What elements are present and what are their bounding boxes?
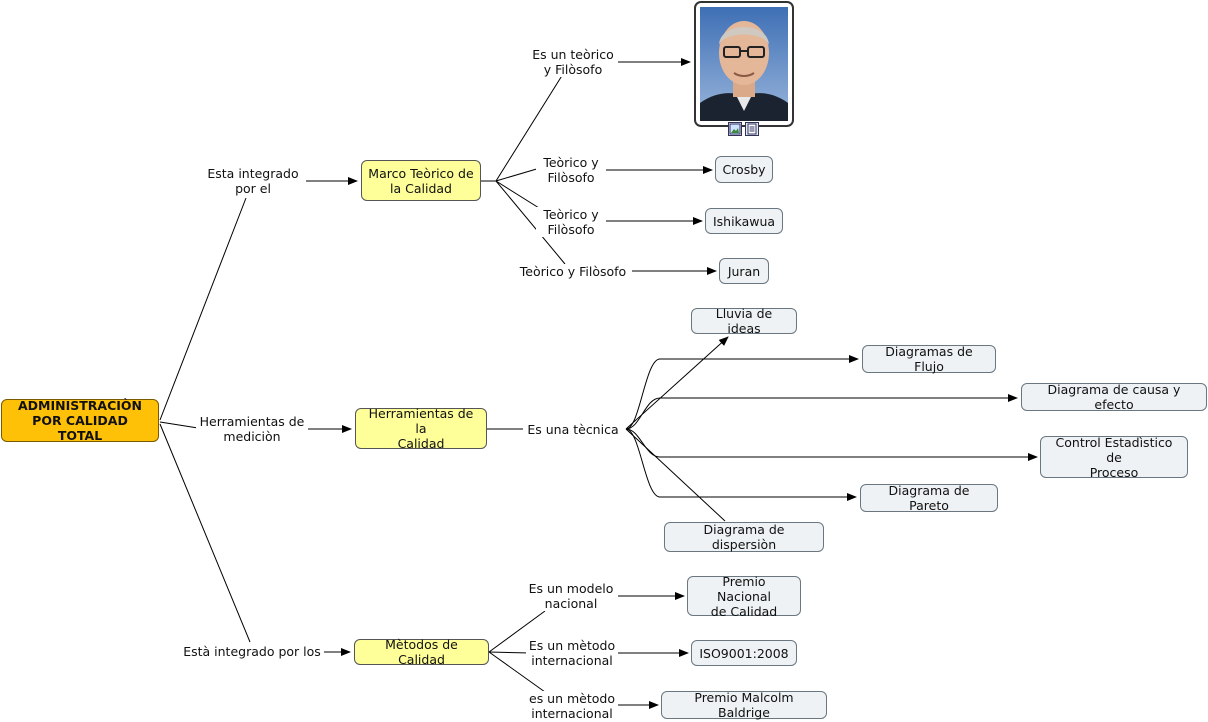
line-met-baldrige: [488, 651, 546, 693]
arrow-to-flujo: [625, 355, 859, 430]
concept-metodos[interactable]: Mètodos de Calidad: [354, 637, 489, 667]
link-teorico-crosby: Teòrico y Filòsofo: [536, 155, 606, 185]
concept-marco-teorico[interactable]: Marco Teòrico de la Calidad: [361, 160, 481, 201]
link-es-un-modelo-nacional: Es un modelo nacional: [524, 581, 618, 611]
concept-crosby[interactable]: Crosby: [715, 156, 773, 183]
line-to-dispersion: [625, 428, 726, 522]
concept-diagrama-de-pareto[interactable]: Diagrama de Pareto: [860, 483, 998, 513]
concept-lluvia-de-ideas[interactable]: Lluvia de ideas: [691, 306, 797, 336]
line-marco-crosby: [481, 167, 541, 182]
link-esta-integrado-por-los: Està integrado por los: [180, 644, 324, 659]
arrow-to-causa: [625, 394, 1018, 430]
document-icon[interactable]: [745, 122, 759, 136]
link-herramientas-de-medicion: Herramientas de mediciòn: [196, 414, 308, 444]
link-es-un-metodo-internacional-2: es un mètodo internacional: [526, 691, 618, 721]
concept-diagramas-de-flujo[interactable]: Diagramas de Flujo: [862, 344, 996, 374]
link-es-una-tecnica: Es una tècnica: [523, 422, 623, 437]
root-concept[interactable]: ADMINISTRACIÒN POR CALIDAD TOTAL: [1, 398, 159, 443]
link-teorico-juran: Teòrico y Filòsofo: [514, 264, 632, 279]
link-teorico-ishikawua: Teòrico y Filòsofo: [536, 207, 606, 237]
portrait-image: [700, 7, 788, 121]
arrow-to-control: [625, 428, 1038, 461]
line-met-modelo: [488, 610, 546, 653]
line-met-iso: [488, 651, 531, 654]
line-root-herramientas: [159, 421, 199, 429]
link-esta-integrado-por-el: Esta integrado por el: [200, 166, 306, 196]
concept-control-estadistico[interactable]: Control Estadìstico de Proceso: [1040, 435, 1188, 480]
link-es-un-teorico: Es un teòrico y Filòsofo: [528, 47, 618, 77]
concept-herramientas[interactable]: Herramientas de la Calidad: [355, 406, 487, 451]
concept-ishikawua[interactable]: Ishikawua: [705, 208, 783, 234]
image-icon[interactable]: [728, 122, 742, 136]
line-root-esta: [159, 423, 251, 643]
concept-causa-efecto[interactable]: Diagrama de causa y efecto: [1021, 382, 1207, 412]
link-es-un-metodo-internacional-1: Es un mètodo internacional: [526, 638, 618, 668]
concept-juran[interactable]: Juran: [719, 258, 769, 284]
line-root-integrado: [159, 197, 247, 421]
concept-diagrama-de-dispersion[interactable]: Diagrama de dispersiòn: [664, 522, 824, 552]
theorist-photo[interactable]: [694, 1, 794, 136]
concept-premio-nacional[interactable]: Premio Nacional de Calidad: [687, 574, 801, 619]
concept-iso9001[interactable]: ISO9001:2008: [691, 640, 797, 666]
concept-premio-baldrige[interactable]: Premio Malcolm Baldrige: [661, 690, 827, 720]
arrow-to-pareto: [625, 428, 857, 501]
